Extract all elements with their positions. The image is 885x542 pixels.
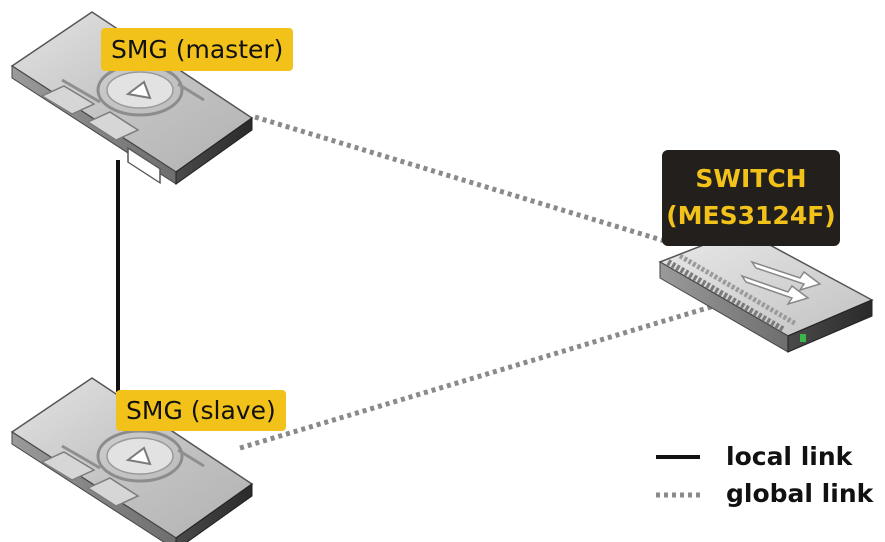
- smg-slave-label: SMG (slave): [116, 390, 286, 431]
- global-link-slave-switch: [239, 303, 715, 451]
- legend-global-label: global link: [726, 479, 874, 508]
- switch-device: [658, 229, 874, 353]
- smg-master-label: SMG (master): [101, 28, 294, 71]
- legend-local-label: local link: [726, 442, 853, 471]
- smg-master-device: [10, 11, 254, 185]
- switch-label-line2: (MES3124F): [666, 201, 836, 230]
- global-link-master-switch: [254, 114, 669, 245]
- smg-slave-device: [10, 377, 254, 542]
- switch-label-line1: SWITCH: [695, 164, 807, 193]
- switch-label: SWITCH (MES3124F): [662, 150, 840, 246]
- switch-port-led: [800, 334, 806, 342]
